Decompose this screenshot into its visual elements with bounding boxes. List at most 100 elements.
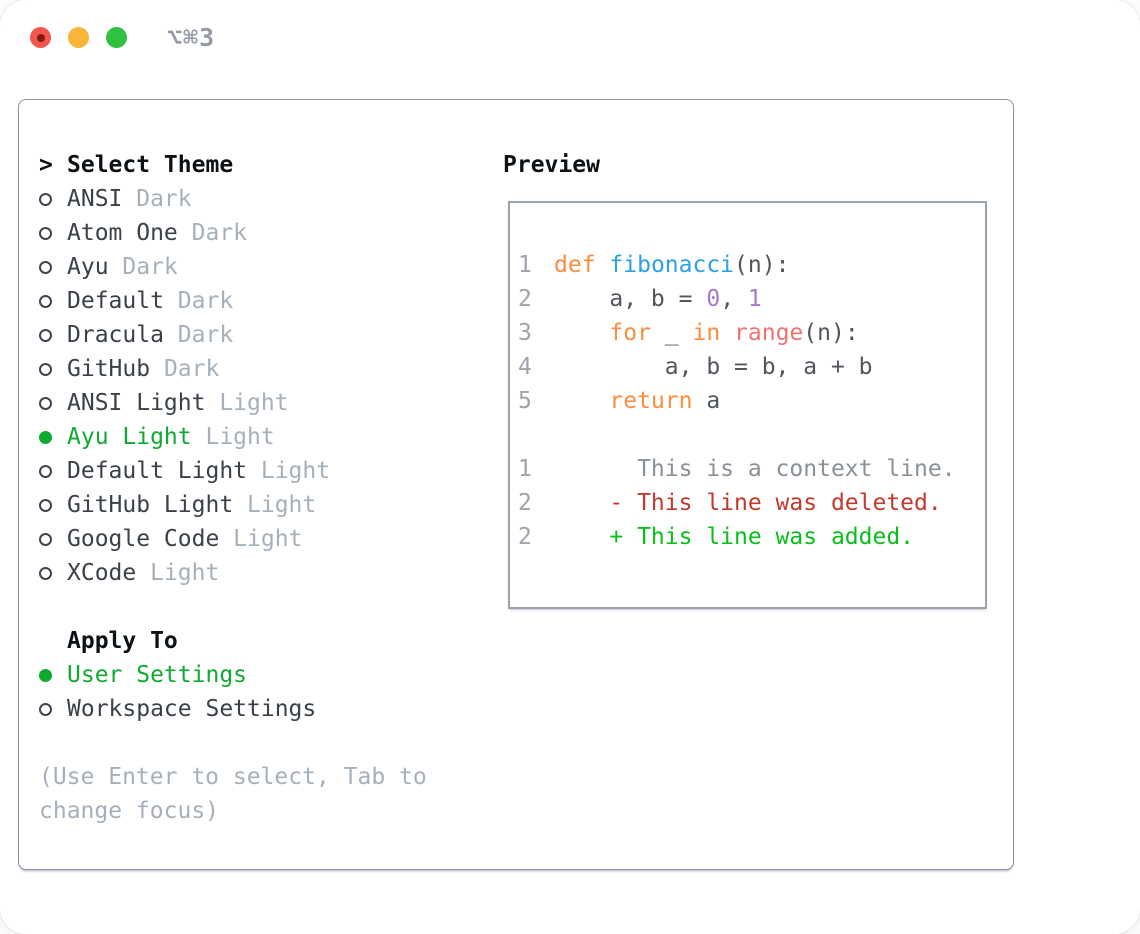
radio-unselected-icon (39, 362, 67, 376)
spacer (39, 590, 489, 624)
line-content: return a (609, 388, 721, 414)
line-number: 2 (518, 490, 532, 516)
line-number: 1 (518, 252, 532, 278)
radio-unselected-icon (39, 294, 67, 308)
option-variant-tag: Light (247, 458, 331, 484)
line-content: def fibonacci(n): (554, 252, 790, 278)
theme-option-google-code[interactable]: Google Code Light (39, 522, 489, 556)
select-theme-header: > Select Theme (39, 148, 489, 182)
radio-unselected-icon (39, 702, 67, 716)
option-label: Default Light (67, 458, 248, 484)
apply-option-workspace-settings[interactable]: Workspace Settings (39, 692, 489, 726)
option-label: GitHub (67, 356, 151, 382)
spacer (39, 726, 489, 760)
preview-line: 1 def fibonacci(n): (518, 248, 977, 282)
option-label: Workspace Settings (67, 696, 317, 722)
line-content: + This line was added. (554, 524, 915, 550)
option-variant-tag: Light (191, 424, 275, 450)
radio-unselected-icon (39, 328, 67, 342)
theme-option-ayu-light[interactable]: Ayu Light Light (39, 420, 489, 454)
preview-line: 5 return a (518, 384, 977, 418)
preview-header: Preview (503, 148, 600, 182)
line-number: 4 (518, 354, 532, 380)
line-number: 2 (518, 286, 532, 312)
radio-unselected-icon (39, 260, 67, 274)
theme-option-dracula[interactable]: Dracula Dark (39, 318, 489, 352)
option-label: ANSI Light (67, 390, 206, 416)
line-content: a, b = 0, 1 (554, 286, 762, 312)
minimize-button[interactable] (68, 27, 89, 48)
radio-unselected-icon (39, 532, 67, 546)
preview-line: 2 - This line was deleted. (518, 486, 977, 520)
hint-text: (Use Enter to select, Tab to change focus… (39, 760, 489, 828)
option-variant-tag: Dark (163, 322, 234, 348)
option-label: XCode (67, 560, 137, 586)
theme-option-default[interactable]: Default Dark (39, 284, 489, 318)
window-title: ⌥⌘3 (167, 23, 216, 52)
option-variant-tag: Light (233, 492, 317, 518)
option-variant-tag: Dark (177, 220, 248, 246)
titlebar: ⌥⌘3 (0, 0, 1140, 75)
apply-to-header: Apply To (39, 624, 489, 658)
option-variant-tag: Dark (163, 288, 234, 314)
close-button[interactable] (30, 27, 51, 48)
radio-selected-icon (39, 668, 67, 682)
line-number: 5 (518, 388, 532, 414)
select-theme-title: Select Theme (67, 152, 234, 178)
line-content: - This line was deleted. (554, 490, 942, 516)
option-label: Default (67, 288, 164, 314)
theme-option-github-light[interactable]: GitHub Light Light (39, 488, 489, 522)
zoom-button[interactable] (106, 27, 127, 48)
radio-selected-icon (39, 430, 67, 444)
theme-option-ayu[interactable]: Ayu Dark (39, 250, 489, 284)
radio-unselected-icon (39, 464, 67, 478)
radio-unselected-icon (39, 396, 67, 410)
option-label: Dracula (67, 322, 164, 348)
hint-line: change focus) (39, 798, 220, 824)
option-label: GitHub Light (67, 492, 234, 518)
theme-option-ansi-light[interactable]: ANSI Light Light (39, 386, 489, 420)
theme-option-atom-one[interactable]: Atom One Dark (39, 216, 489, 250)
theme-option-xcode[interactable]: XCode Light (39, 556, 489, 590)
option-label: Ayu Light (67, 424, 192, 450)
theme-option-github[interactable]: GitHub Dark (39, 352, 489, 386)
option-variant-tag: Light (136, 560, 220, 586)
theme-option-ansi[interactable]: ANSI Dark (39, 182, 489, 216)
apply-option-user-settings[interactable]: User Settings (39, 658, 489, 692)
option-label: Ayu (67, 254, 109, 280)
apply-to-title: Apply To (67, 628, 178, 654)
radio-unselected-icon (39, 566, 67, 580)
option-variant-tag: Dark (150, 356, 220, 382)
line-content: a, b = b, a + b (554, 354, 873, 380)
close-dot-icon (36, 33, 45, 42)
preview-line: 2 + This line was added. (518, 520, 977, 554)
option-label: User Settings (67, 662, 248, 688)
preview-line: 4 a, b = b, a + b (518, 350, 977, 384)
option-variant-tag: Dark (108, 254, 178, 280)
option-label: Atom One (67, 220, 178, 246)
preview-title: Preview (503, 152, 600, 178)
radio-unselected-icon (39, 192, 67, 206)
cursor-arrow-icon: > (39, 152, 53, 178)
hint-line: (Use Enter to select, Tab to (39, 764, 427, 790)
option-label: Google Code (67, 526, 220, 552)
option-variant-tag: Light (219, 526, 303, 552)
preview-line: 3 for _ in range(n): (518, 316, 977, 350)
line-number: 2 (518, 524, 532, 550)
line-number: 1 (518, 456, 532, 482)
radio-unselected-icon (39, 498, 67, 512)
line-number: 3 (518, 320, 532, 346)
radio-unselected-icon (39, 226, 67, 240)
option-variant-tag: Light (205, 390, 289, 416)
option-label: ANSI (67, 186, 123, 212)
preview-line: 2 a, b = 0, 1 (518, 282, 977, 316)
option-variant-tag: Dark (122, 186, 192, 212)
preview-line: 1 This is a context line. (518, 452, 977, 486)
theme-option-default-light[interactable]: Default Light Light (39, 454, 489, 488)
